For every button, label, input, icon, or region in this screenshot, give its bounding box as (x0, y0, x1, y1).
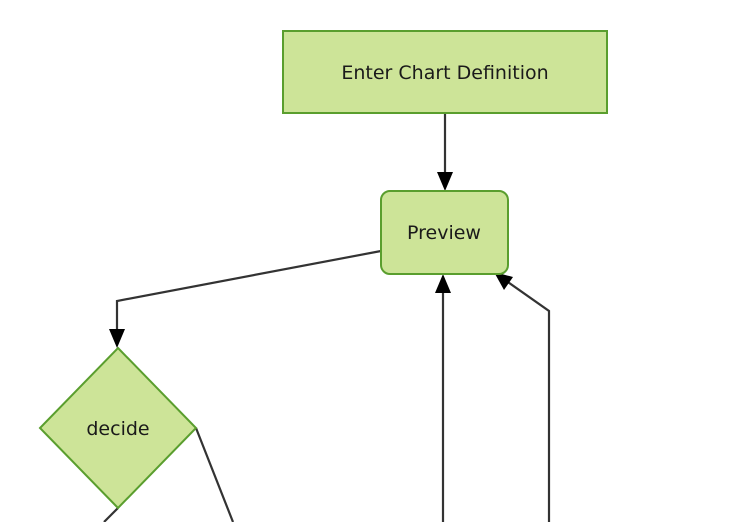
arrowhead-into-decide-top (109, 329, 125, 348)
node-enter-chart-definition-shape (282, 30, 608, 114)
node-enter-chart-definition[interactable]: Enter Chart Definition (282, 30, 608, 114)
arrowhead-into-preview-bottom-center (435, 274, 451, 293)
node-enter-chart-definition-label: Enter Chart Definition (341, 62, 548, 84)
edge-decide-out-right[interactable] (194, 427, 235, 522)
edge-line-decide-right (194, 427, 235, 522)
node-decide[interactable]: decide (38, 346, 198, 510)
edge-enter-to-preview[interactable] (437, 113, 453, 191)
node-decide-label: decide (86, 418, 149, 440)
node-decide-shape (38, 346, 198, 510)
node-layer: Enter Chart Definition Preview decide (38, 30, 608, 510)
edge-line-decide-left (103, 507, 119, 522)
edge-center-return-to-preview[interactable] (435, 274, 451, 522)
node-preview[interactable]: Preview (380, 190, 509, 275)
arrowhead-into-preview-top (437, 172, 453, 191)
edge-line-right-return (504, 279, 551, 522)
edge-line-preview-decide (115, 249, 382, 335)
edge-right-return-to-preview[interactable] (494, 272, 551, 522)
node-preview-shape (380, 190, 509, 275)
arrowhead-into-preview-bottom-right (494, 272, 513, 290)
edge-layer (103, 113, 551, 522)
edge-preview-to-decide[interactable] (109, 249, 382, 348)
edge-decide-out-left[interactable] (103, 507, 119, 522)
node-preview-label: Preview (407, 222, 481, 244)
